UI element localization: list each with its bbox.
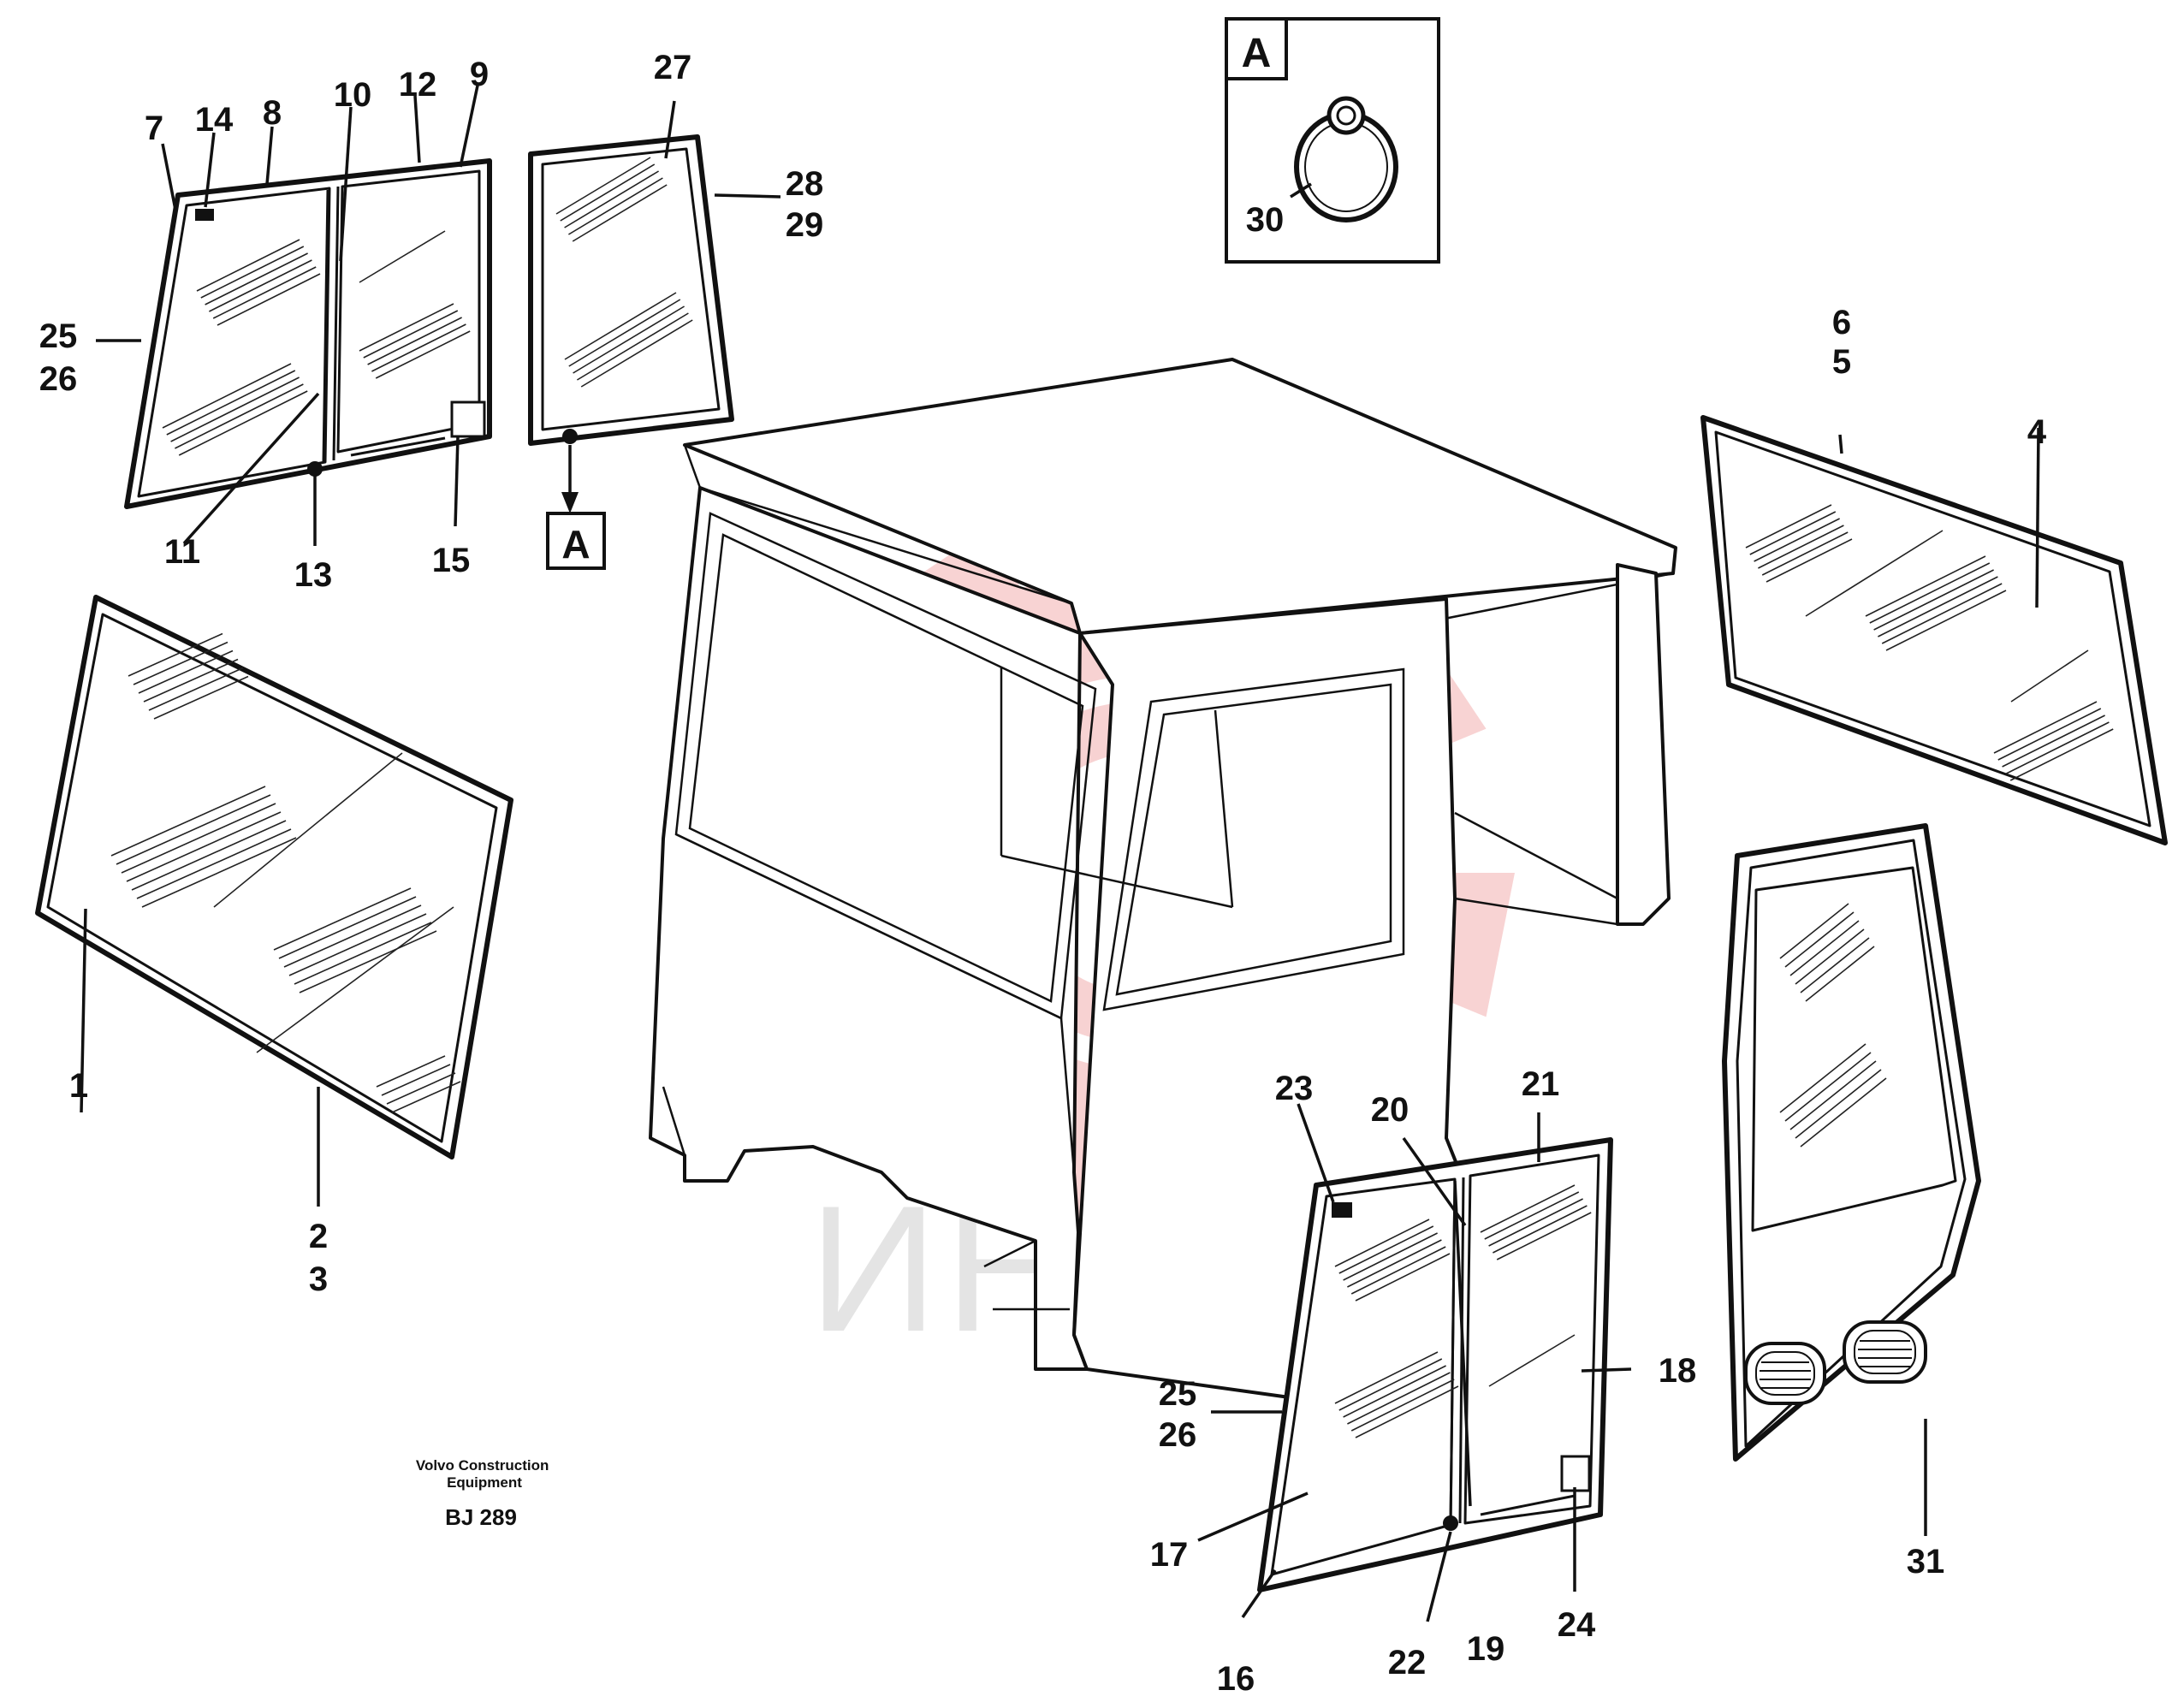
- leader-lines: [80, 85, 2040, 1622]
- callout-17: 17: [1150, 1536, 1189, 1574]
- manufacturer-name: Volvo Construction Equipment: [416, 1457, 553, 1491]
- knob-icon: [1443, 1515, 1458, 1531]
- detail-view-a: A: [1225, 17, 1440, 264]
- callout-14: 14: [195, 101, 234, 139]
- callout-21: 21: [1522, 1065, 1560, 1103]
- callout-10: 10: [334, 76, 372, 114]
- window-pane-1: [35, 595, 513, 1159]
- callout-26-upper: 26: [39, 360, 78, 398]
- callout-30: 30: [1246, 201, 1285, 239]
- callout-6: 6: [1832, 304, 1851, 341]
- callout-2: 2: [309, 1218, 328, 1255]
- callout-4: 4: [2027, 413, 2047, 451]
- cab-assembly: [649, 358, 1677, 1422]
- detail-label: A: [1242, 31, 1272, 76]
- callout-15: 15: [432, 542, 471, 579]
- vent-icon: [1843, 1320, 1927, 1384]
- callout-25-lower: 25: [1159, 1375, 1197, 1413]
- callout-16: 16: [1217, 1660, 1255, 1698]
- callout-31: 31: [1907, 1543, 1945, 1580]
- callout-25-upper: 25: [39, 317, 78, 355]
- detail-label-box: [1225, 17, 1288, 80]
- cab-front-side: [649, 486, 1089, 1371]
- latch-icon: [1332, 1202, 1352, 1218]
- drawing-code: BJ 289: [445, 1504, 517, 1530]
- retaining-ring-icon: [1294, 96, 1398, 222]
- callout-1: 1: [69, 1067, 88, 1105]
- callout-24: 24: [1558, 1606, 1596, 1644]
- vent-icon: [1744, 1342, 1826, 1405]
- callout-3: 3: [309, 1260, 328, 1298]
- callout-19: 19: [1467, 1630, 1505, 1668]
- callout-18: 18: [1659, 1352, 1697, 1390]
- callout-28: 28: [786, 165, 824, 203]
- callout-29: 29: [786, 206, 824, 244]
- callout-27: 27: [654, 49, 692, 86]
- sliding-window-top-left: [124, 158, 492, 509]
- lock-icon: [450, 400, 486, 438]
- window-pane-27: [528, 134, 734, 446]
- section-marker-a: A: [546, 445, 606, 570]
- callout-13: 13: [294, 556, 333, 594]
- callout-9: 9: [470, 56, 489, 93]
- door-31: [1722, 823, 1981, 1462]
- callout-labels: 1 2 3 4 5 6 7 8 9 10 11 12 13 14 15 16 1…: [39, 49, 2047, 1698]
- callout-26-lower: 26: [1159, 1416, 1197, 1454]
- knob-icon: [562, 429, 578, 444]
- callout-8: 8: [263, 94, 282, 132]
- window-pane-4: [1700, 415, 2168, 845]
- callout-7: 7: [145, 110, 163, 147]
- callout-11: 11: [164, 533, 200, 571]
- callout-20: 20: [1371, 1091, 1410, 1129]
- callout-22: 22: [1388, 1644, 1427, 1681]
- marker-label: A: [561, 522, 590, 566]
- knob-icon: [307, 461, 323, 477]
- sliding-window-bottom: [1257, 1137, 1613, 1592]
- latch-icon: [195, 209, 214, 221]
- callout-23: 23: [1275, 1070, 1314, 1107]
- callout-12: 12: [399, 66, 437, 104]
- lock-icon: [1560, 1455, 1591, 1492]
- callout-5: 5: [1832, 343, 1851, 381]
- drawing-footer: Volvo Construction Equipment BJ 289: [416, 1457, 553, 1530]
- cab-rear-pillar: [1616, 563, 1671, 926]
